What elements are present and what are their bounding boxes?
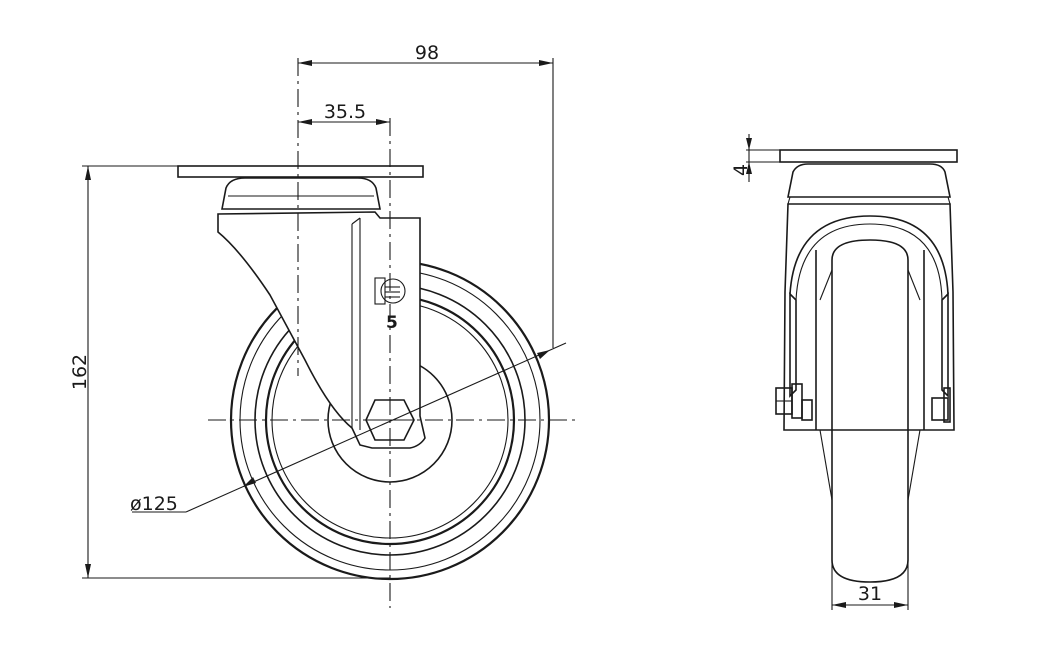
dim-162-label: 162 [69, 354, 91, 390]
dimension-35-5: 35.5 [298, 101, 390, 125]
dim-35-5-label: 35.5 [324, 101, 366, 123]
swivel-race [221, 177, 381, 210]
dimension-162: 162 [69, 165, 390, 579]
dim-diameter-label: ø125 [130, 493, 178, 515]
side-axle-bolt [775, 383, 813, 421]
top-plate [177, 165, 424, 178]
side-fork-arc [789, 215, 949, 295]
side-axle-nut [931, 387, 951, 423]
side-wheel [831, 239, 909, 583]
dim-4-label: 4 [730, 164, 752, 176]
side-view: 4 31 [730, 134, 958, 610]
brand-number: 5 [386, 313, 398, 333]
dimension-4: 4 [730, 134, 780, 182]
side-top-plate [779, 149, 958, 163]
side-swivel-race [787, 163, 951, 198]
D-in-circle-logo [374, 277, 406, 305]
side-fork [783, 203, 955, 431]
dim-98-label: 98 [415, 42, 439, 64]
dim-31-label: 31 [858, 583, 882, 605]
dimension-98: 98 [298, 42, 554, 348]
dimension-31: 31 [831, 560, 909, 610]
dimension-diameter-125: ø125 [130, 342, 567, 515]
front-view: 5 98 35.5 162 [69, 42, 578, 608]
fork-leg [217, 211, 426, 449]
